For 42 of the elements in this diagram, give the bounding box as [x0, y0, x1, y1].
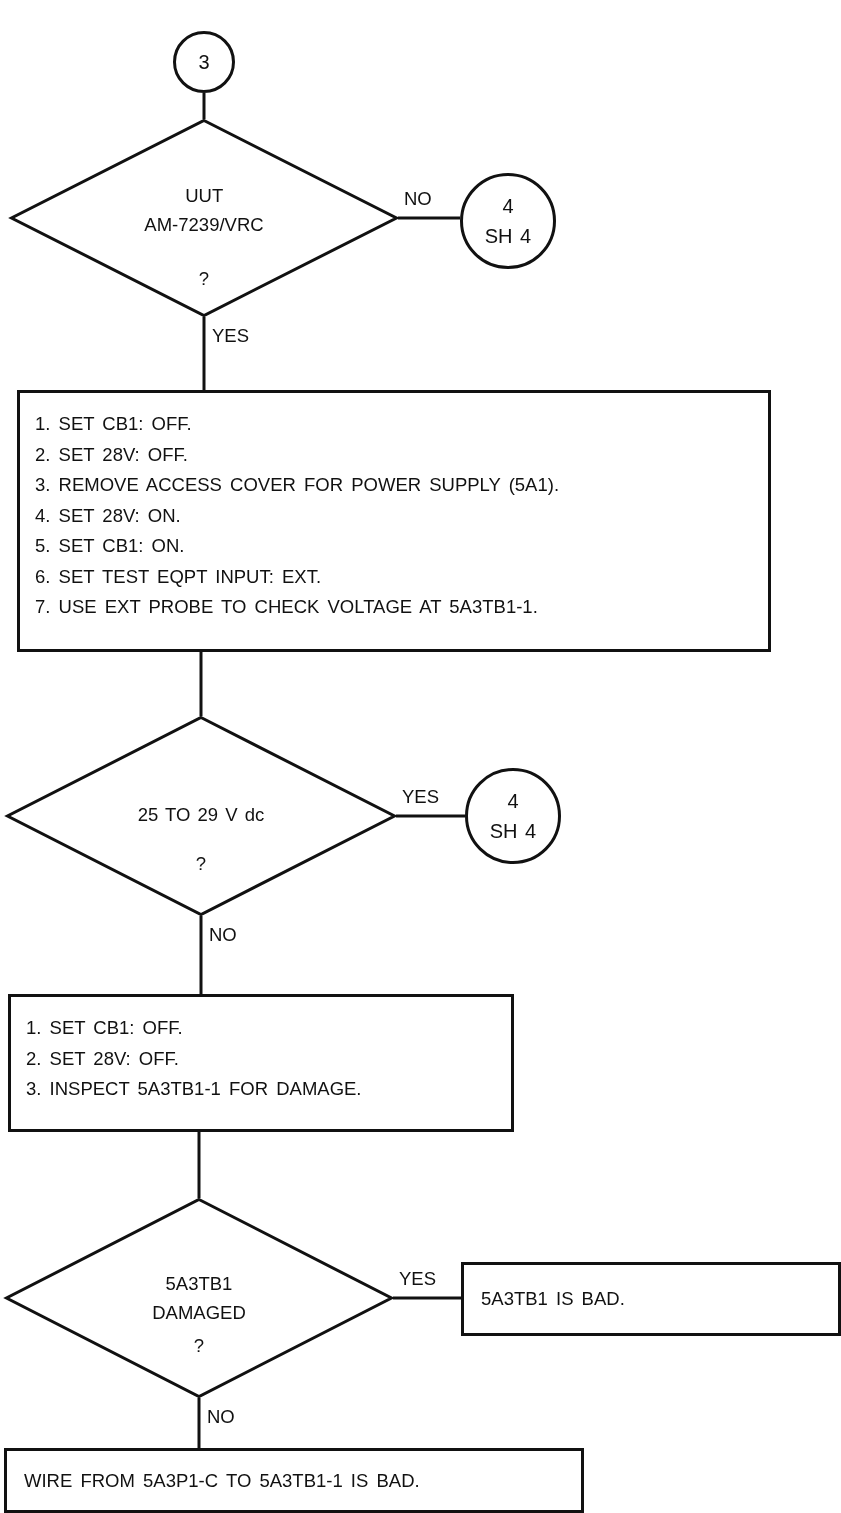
decision-diamond [5, 1198, 393, 1398]
connector-line [202, 317, 206, 390]
process-box [8, 994, 514, 1132]
decision-question: 25 TO 29 V dc [136, 803, 266, 827]
step-text: 1. SET CB1: OFF. [26, 1017, 183, 1039]
connector-label: 4 [502, 194, 514, 219]
process-box [4, 1448, 584, 1513]
connector-label: SH 4 [489, 819, 537, 844]
process-box [17, 390, 771, 652]
connector-line [398, 216, 460, 220]
connector-line [197, 1398, 201, 1448]
connector-line [197, 1132, 201, 1198]
connector-label: 3 [198, 50, 210, 75]
step-text: 3. REMOVE ACCESS COVER FOR POWER SUPPLY (5A1). [35, 474, 560, 496]
question-mark: ? [194, 852, 208, 876]
connector-line [199, 916, 203, 994]
connector-line [393, 1296, 461, 1300]
question-mark: ? [192, 1334, 206, 1358]
off-page-connector [465, 768, 561, 864]
decision-question: UUT AM-7239/VRC [143, 184, 265, 237]
step-text: 6. SET TEST EQPT INPUT: EXT. [35, 565, 322, 588]
step-text: 5. SET CB1: ON. [35, 535, 185, 557]
connector-line [199, 652, 203, 716]
step-text: 2. SET 28V: OFF. [35, 443, 188, 466]
step-text: 3. INSPECT 5A3TB1-1 FOR DAMAGE. [26, 1078, 362, 1100]
decision-question: 5A3TB1 DAMAGED [151, 1272, 247, 1325]
connector-label: 4 [507, 789, 519, 814]
off-page-connector [460, 173, 556, 269]
question-mark: ? [197, 267, 211, 291]
connector-line [396, 814, 465, 818]
step-text: 4. SET 28V: ON. [35, 504, 181, 527]
connector-line [202, 93, 206, 119]
decision-diamond [6, 716, 396, 916]
step-text: 7. USE EXT PROBE TO CHECK VOLTAGE AT 5A3TB1-1. [35, 596, 538, 618]
connector-label: SH 4 [484, 224, 532, 249]
connector-circle [173, 31, 235, 93]
decision-diamond [10, 119, 398, 317]
step-text: 2. SET 28V: OFF. [26, 1047, 179, 1070]
process-box [461, 1262, 841, 1336]
result-text: 5A3TB1 IS BAD. [481, 1288, 625, 1310]
step-text: 1. SET CB1: OFF. [35, 413, 192, 435]
result-text: WIRE FROM 5A3P1-C TO 5A3TB1-1 IS BAD. [24, 1469, 420, 1492]
